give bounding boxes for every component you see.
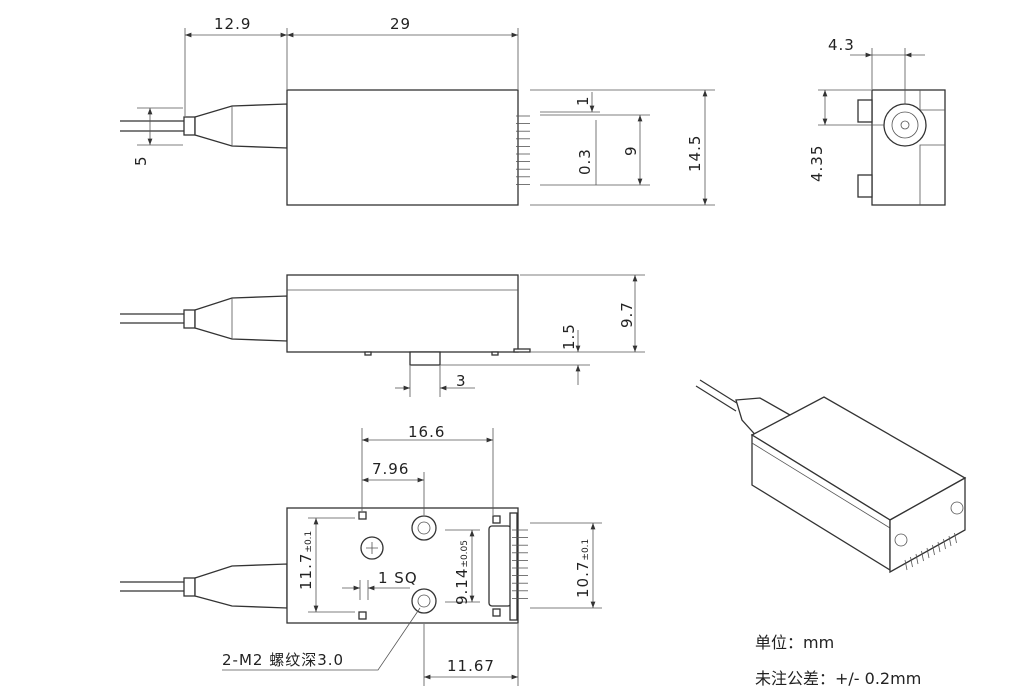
- unit-note: 单位：mm: [755, 633, 834, 652]
- dim-hole-span: 16.6: [408, 423, 445, 441]
- dim-height: 9.7: [618, 301, 636, 328]
- dim-conn-height: 10.7±0.1: [574, 539, 592, 598]
- dim-offset-y: 4.35: [808, 145, 826, 182]
- dim-pin-height: 1.5: [560, 323, 578, 350]
- pin: [954, 532, 957, 544]
- pin: [910, 556, 913, 568]
- pin: [943, 538, 946, 550]
- dim-pin-span: 9: [622, 145, 640, 156]
- dim-pin-pitch: 0.3: [576, 148, 594, 175]
- tolerance-note: 未注公差：+/- 0.2mm: [755, 669, 921, 688]
- dim-square: 1 SQ: [378, 569, 418, 587]
- dim-fiber-diameter: 5: [132, 155, 150, 166]
- pin: [937, 541, 941, 553]
- dim-end-distance: 11.67: [447, 657, 495, 675]
- pin: [904, 559, 908, 571]
- side-view: 9.7 1.5 3: [120, 274, 645, 397]
- dim-offset-x: 4.3: [828, 36, 855, 54]
- dim-fiber-length: 12.9: [214, 15, 251, 33]
- dim-body-length: 29: [390, 15, 411, 33]
- bottom-view: 16.6 7.96 11.7±0.1 9.14±0.05 10.7±0.1 1 …: [120, 423, 602, 686]
- dim-nub-width: 3: [456, 372, 467, 390]
- pin: [948, 535, 952, 547]
- pin: [926, 547, 930, 559]
- pin: [921, 550, 924, 562]
- dim-hole-pitch: 9.14±0.05: [453, 540, 471, 605]
- dim-hole-x: 7.96: [372, 460, 409, 478]
- pin: [932, 544, 935, 556]
- dim-pin-width: 1: [574, 95, 592, 106]
- top-view: 12.9 29 5 14.5 9 1 0.3: [120, 15, 715, 206]
- dim-height-a: 11.7±0.1: [297, 531, 315, 590]
- end-view: 4.3 4.35: [808, 36, 946, 206]
- pin: [915, 553, 919, 565]
- dim-body-width: 14.5: [686, 135, 704, 172]
- isometric-view: [695, 379, 967, 574]
- thread-callout: 2-M2 螺纹深3.0: [222, 651, 344, 669]
